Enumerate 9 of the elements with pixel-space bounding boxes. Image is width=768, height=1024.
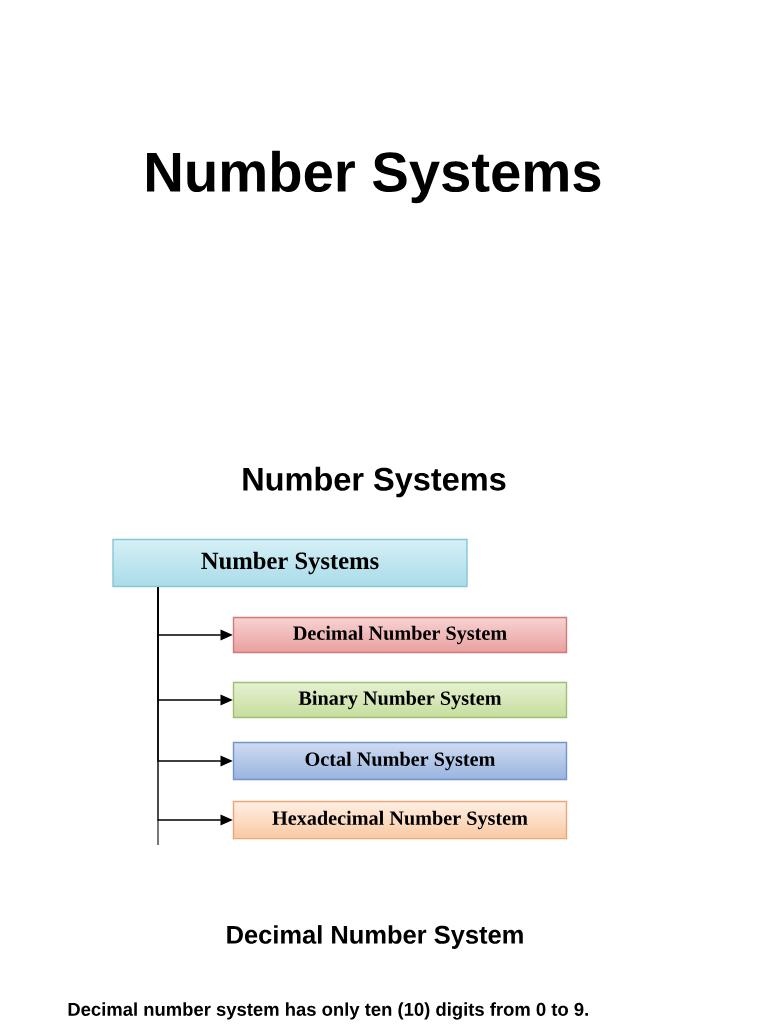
category-box: Decimal Number System bbox=[232, 616, 568, 654]
category-box: Octal Number System bbox=[232, 741, 568, 781]
category-box: Binary Number System bbox=[232, 681, 568, 719]
category-box: Hexadecimal Number System bbox=[232, 800, 568, 840]
heading: Number Systems bbox=[243, 466, 506, 498]
root-box: Number Systems bbox=[112, 538, 468, 588]
heading: Decimal Number System bbox=[227, 925, 523, 949]
title: Number Systems bbox=[147, 150, 601, 204]
body-text: Decimal number system has only ten (10) digits from 0 to 9. bbox=[68, 1002, 588, 1020]
